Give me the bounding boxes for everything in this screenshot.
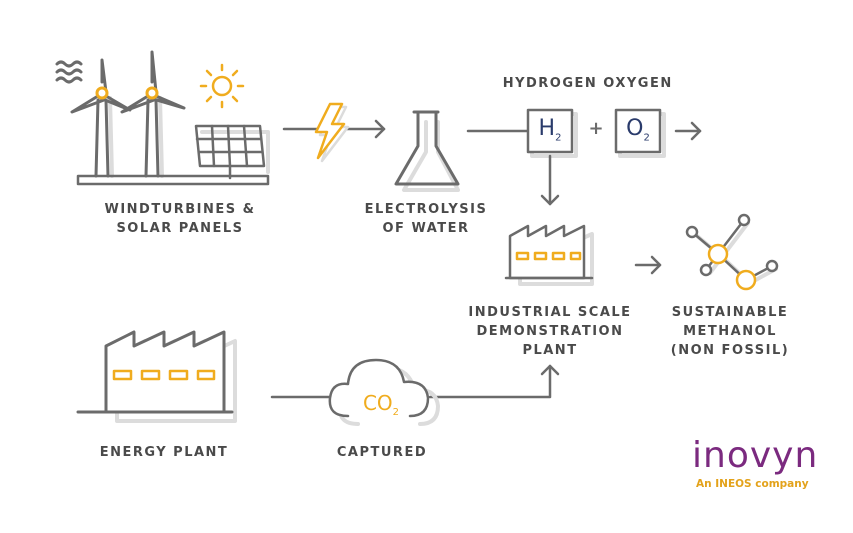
cloud-icon: [328, 358, 440, 426]
arrow-connector: [270, 364, 560, 399]
oxygen-box: [614, 108, 666, 158]
sun-icon: [199, 63, 245, 109]
wind-turbine-icon: [120, 50, 186, 178]
demonstration-plant-icon: [504, 224, 594, 286]
oxygen-formula: O2: [626, 116, 650, 144]
arrow-connector: [540, 154, 560, 206]
flask-icon: [394, 110, 460, 192]
hydrogen-label: HYDROGEN: [502, 76, 598, 91]
methanol-label: SUSTAINABLE METHANOL (NON FOSSIL): [670, 305, 790, 358]
hydrogen-box: [526, 108, 578, 158]
oxygen-label: OXYGEN: [603, 76, 673, 91]
brand-logo: inovyn: [692, 435, 819, 476]
renewables-label: WINDTURBINES & SOLAR PANELS: [104, 202, 256, 236]
methanol-molecule-icon: [685, 213, 779, 291]
wind-waves-icon: [55, 60, 83, 84]
energy-plant-icon: [76, 330, 237, 423]
electrolysis-label: ELECTROLYSIS OF WATER: [364, 202, 488, 236]
lightning-bolt-icon: [314, 102, 350, 163]
arrow-connector: [674, 121, 702, 141]
renewables-icon: [55, 50, 270, 186]
demo-plant-label: INDUSTRIAL SCALE DEMONSTRATION PLANT: [468, 305, 632, 358]
hydrogen-formula: H2: [538, 116, 562, 144]
energy-plant-label: ENERGY PLANT: [99, 445, 229, 460]
plus-sign: +: [588, 118, 604, 139]
arrow-connector: [634, 255, 662, 275]
captured-label: CAPTURED: [336, 445, 428, 460]
brand-tagline: An INEOS company: [696, 478, 809, 490]
wind-turbine-icon: [70, 58, 132, 178]
co2-formula: CO2: [362, 391, 400, 418]
